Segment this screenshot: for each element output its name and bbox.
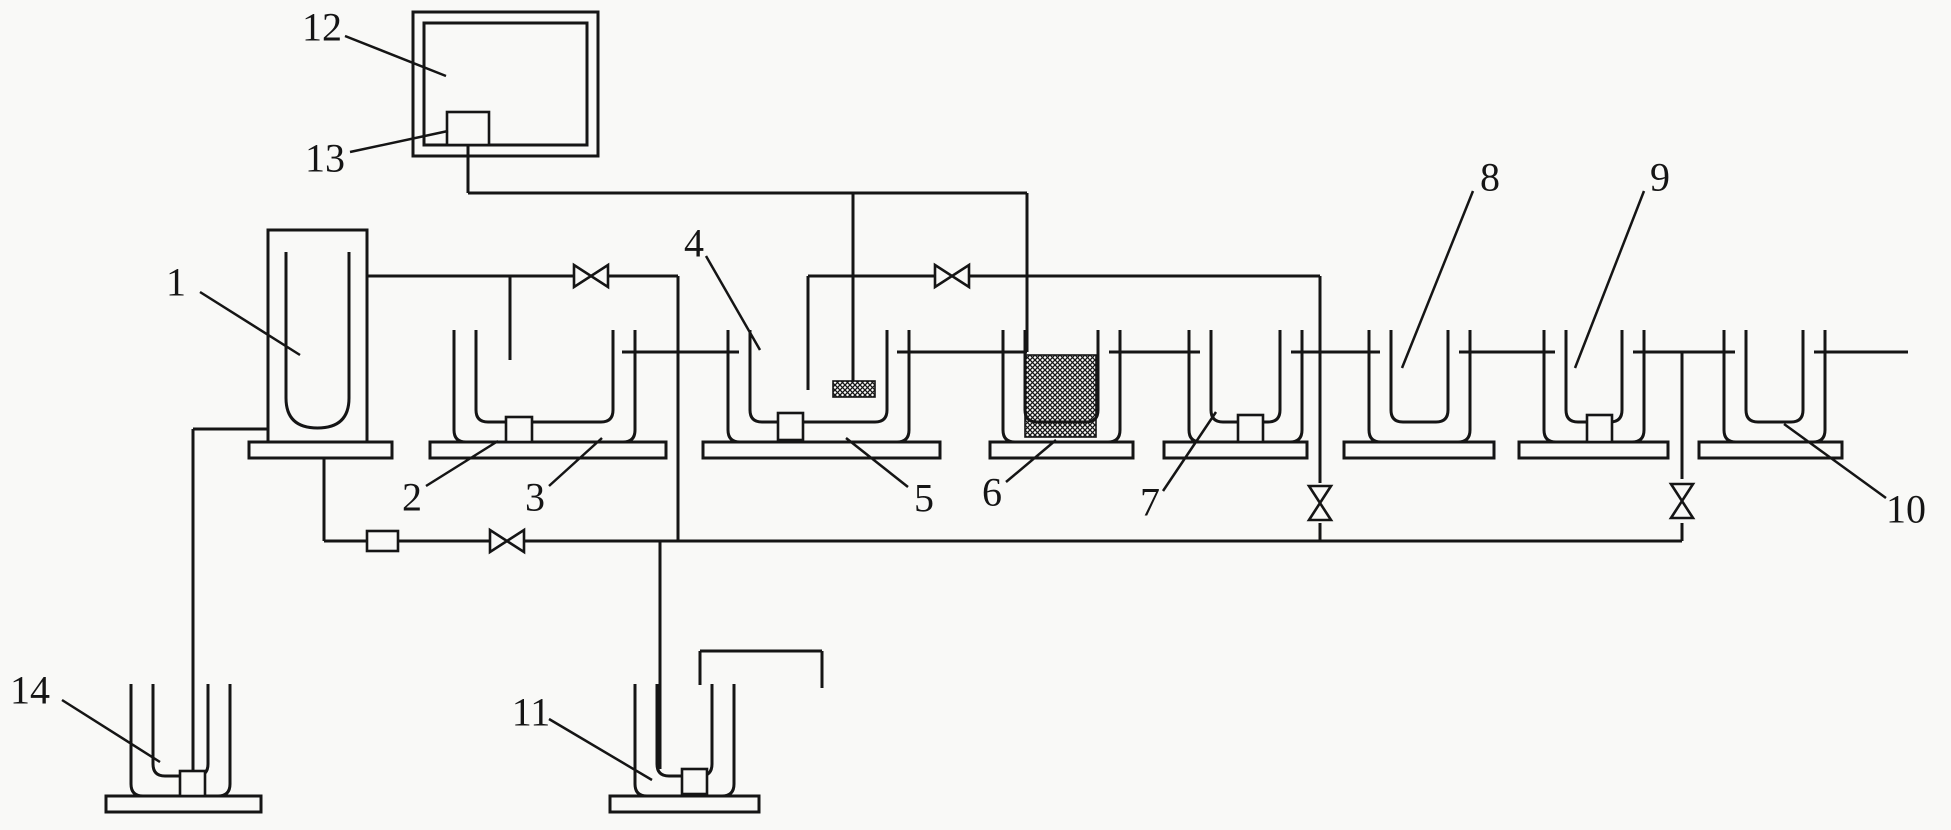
leader-line-12	[344, 34, 447, 78]
leader-line-13	[349, 129, 449, 154]
bottle-8-inner	[1389, 330, 1450, 424]
ref-label-9: 9	[1650, 155, 1670, 200]
leader-line-11	[548, 717, 653, 782]
ref-label-14: 14	[10, 668, 50, 713]
tall-vessel-inner-tube	[284, 252, 351, 430]
leader-line-6	[1005, 439, 1057, 483]
ref-label-4: 4	[684, 221, 704, 266]
valve-drain-icon	[488, 527, 526, 555]
bottle-4-5-inner	[748, 330, 889, 424]
bottle-11-inner	[655, 684, 714, 778]
bottle-7-inner	[1209, 330, 1282, 424]
bottle-7-base	[1162, 440, 1309, 460]
ref-label-10: 10	[1886, 487, 1926, 532]
leader-line-1	[199, 290, 301, 357]
bottle-8-outer	[1367, 330, 1472, 444]
valve-top-left-icon	[572, 262, 610, 290]
bottle-10-inner	[1744, 330, 1805, 424]
bottle-4-5-base	[701, 440, 942, 460]
inline-component	[365, 529, 400, 553]
bottle-2-3-inner	[474, 330, 615, 424]
ref-label-5: 5	[914, 476, 934, 521]
bottle-9-inner	[1564, 330, 1624, 424]
leader-line-9	[1573, 190, 1646, 369]
insert-box-2	[504, 415, 534, 444]
leader-line-3	[548, 437, 603, 487]
packed-bed-6	[1024, 354, 1097, 438]
bottle-6-base	[988, 440, 1135, 460]
tall-vessel-base	[247, 440, 394, 460]
insert-box-7	[1236, 413, 1265, 444]
tall-vessel-outer	[266, 228, 369, 444]
controller-inner-rect	[422, 21, 589, 147]
sparger-tip	[832, 380, 876, 398]
sensor-box-13	[445, 110, 491, 147]
ref-label-3: 3	[525, 475, 545, 520]
bottle-11-base	[608, 794, 761, 814]
bottle-8-base	[1342, 440, 1496, 460]
ref-label-13: 13	[305, 136, 345, 181]
valve-top-right-icon	[933, 262, 971, 290]
leader-line-2	[425, 439, 499, 488]
leader-line-14	[61, 698, 161, 764]
ref-label-7: 7	[1140, 480, 1160, 525]
ref-label-6: 6	[982, 470, 1002, 515]
bottle-4-5-outer	[726, 330, 911, 444]
insert-box-14	[178, 769, 207, 798]
valve-vertical-1-icon	[1306, 484, 1334, 522]
bottle-14-base	[104, 794, 263, 814]
leader-line-8	[1400, 190, 1475, 369]
insert-box-9	[1585, 413, 1614, 444]
ref-label-11: 11	[512, 690, 551, 735]
ref-label-2: 2	[402, 475, 422, 520]
insert-box-11	[680, 767, 709, 796]
ref-label-1: 1	[166, 260, 186, 305]
bottle-10-base	[1697, 440, 1844, 460]
controller-outer-rect	[411, 10, 600, 158]
bottle-2-3-outer	[452, 330, 637, 444]
insert-box-4	[776, 411, 805, 442]
ref-label-12: 12	[302, 5, 342, 50]
leader-line-7	[1161, 411, 1218, 492]
ref-label-8: 8	[1480, 155, 1500, 200]
bottle-14-inner	[151, 684, 210, 778]
valve-vertical-2-icon	[1668, 482, 1696, 520]
bottle-9-base	[1517, 440, 1670, 460]
leader-line-5	[845, 437, 909, 488]
bottle-10-outer	[1722, 330, 1827, 444]
leader-line-10	[1783, 422, 1887, 500]
bottle-2-3-base	[428, 440, 668, 460]
leader-line-4	[704, 255, 762, 351]
